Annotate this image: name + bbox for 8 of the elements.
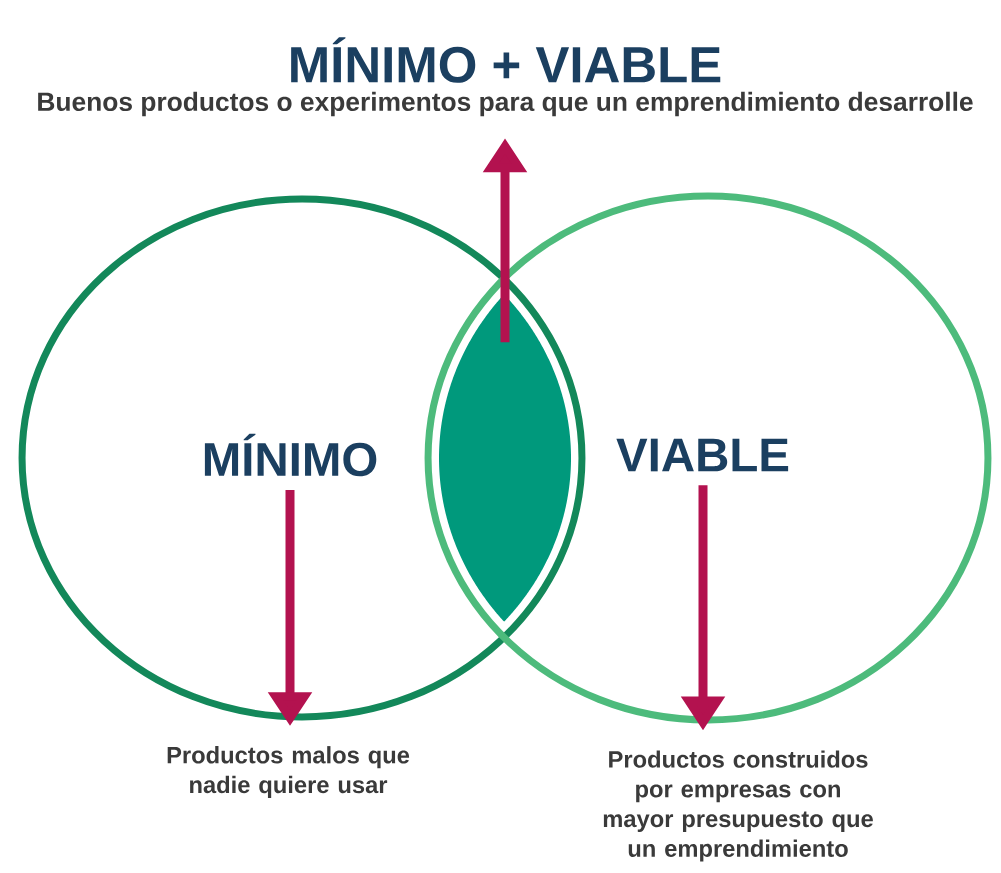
circle-label: VIABLE bbox=[616, 438, 789, 472]
circle-label: MÍNIMO bbox=[204, 433, 377, 477]
circle bbox=[424, 192, 992, 724]
circle bbox=[18, 195, 586, 721]
description-text: Productos malos que nadie quiere usar bbox=[167, 746, 410, 798]
description-text: Productos construidos por empresas con mayor presupuesto que un emprendimiento bbox=[603, 750, 873, 862]
subtitle: Buenos productos o experimentos para que un emprendimiento desarrolle bbox=[38, 91, 973, 117]
title: MÍNIMO + VIABLE bbox=[291, 37, 721, 83]
